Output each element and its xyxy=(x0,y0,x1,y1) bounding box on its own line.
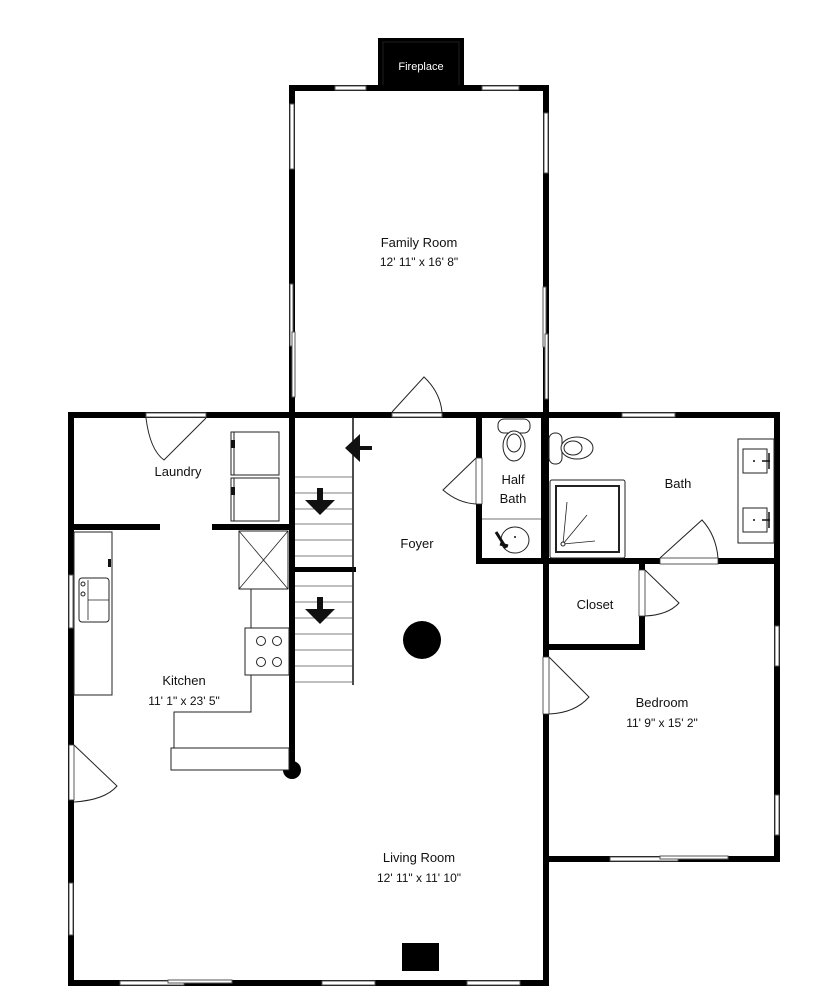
room-name-living-room: Living Room xyxy=(383,850,455,865)
shower-icon xyxy=(549,479,626,559)
stove-icon xyxy=(244,627,290,676)
toilet-icon xyxy=(548,432,594,465)
arrow-down-icon xyxy=(305,488,335,515)
double-vanity xyxy=(737,438,775,544)
bath-fixtures xyxy=(548,432,775,559)
column xyxy=(403,621,441,659)
room-name-half-bath-line2: Bath xyxy=(500,491,527,506)
staircase xyxy=(295,417,372,685)
kitchen-fixtures xyxy=(73,530,290,771)
room-name-laundry: Laundry xyxy=(155,464,202,479)
arrow-down-icon xyxy=(305,597,335,624)
toilet-icon xyxy=(497,418,531,462)
laundry-door[interactable] xyxy=(145,412,207,461)
arrow-left-icon xyxy=(345,434,372,462)
family-room-walls xyxy=(289,85,549,415)
half-bath-door[interactable] xyxy=(442,457,483,505)
room-name-family-room: Family Room xyxy=(381,235,458,250)
laundry-appliances xyxy=(230,431,280,522)
fireplace-label: Fireplace xyxy=(398,61,443,73)
room-dimensions-family-room: 12' 11" x 16' 8" xyxy=(380,255,458,269)
refrigerator-icon xyxy=(238,530,289,590)
room-dimensions-bedroom: 11' 9" x 15' 2" xyxy=(626,716,698,730)
bedroom-door[interactable] xyxy=(542,656,590,715)
room-name-bath: Bath xyxy=(665,476,692,491)
closet-door[interactable] xyxy=(638,569,680,617)
room-dimensions-living-room: 12' 11" x 11' 10" xyxy=(377,871,461,885)
fireplace: Fireplace xyxy=(378,38,464,88)
family-room-door[interactable] xyxy=(391,376,443,413)
room-name-half-bath-line1: Half xyxy=(501,472,525,487)
room-labels: Family Room 12' 11" x 16' 8" Laundry Kit… xyxy=(148,235,698,885)
half-bath-fixtures xyxy=(482,418,541,554)
bath-door[interactable] xyxy=(659,519,719,565)
doors xyxy=(68,376,719,803)
kitchen-exterior-door[interactable] xyxy=(68,744,118,803)
hearth xyxy=(402,943,439,971)
room-name-kitchen: Kitchen xyxy=(162,673,205,688)
sink-icon xyxy=(78,577,110,623)
sink-icon xyxy=(494,526,530,554)
room-name-foyer: Foyer xyxy=(400,536,434,551)
room-dimensions-kitchen: 11' 1" x 23' 5" xyxy=(148,694,220,708)
room-name-closet: Closet xyxy=(577,597,614,612)
room-name-bedroom: Bedroom xyxy=(636,695,689,710)
